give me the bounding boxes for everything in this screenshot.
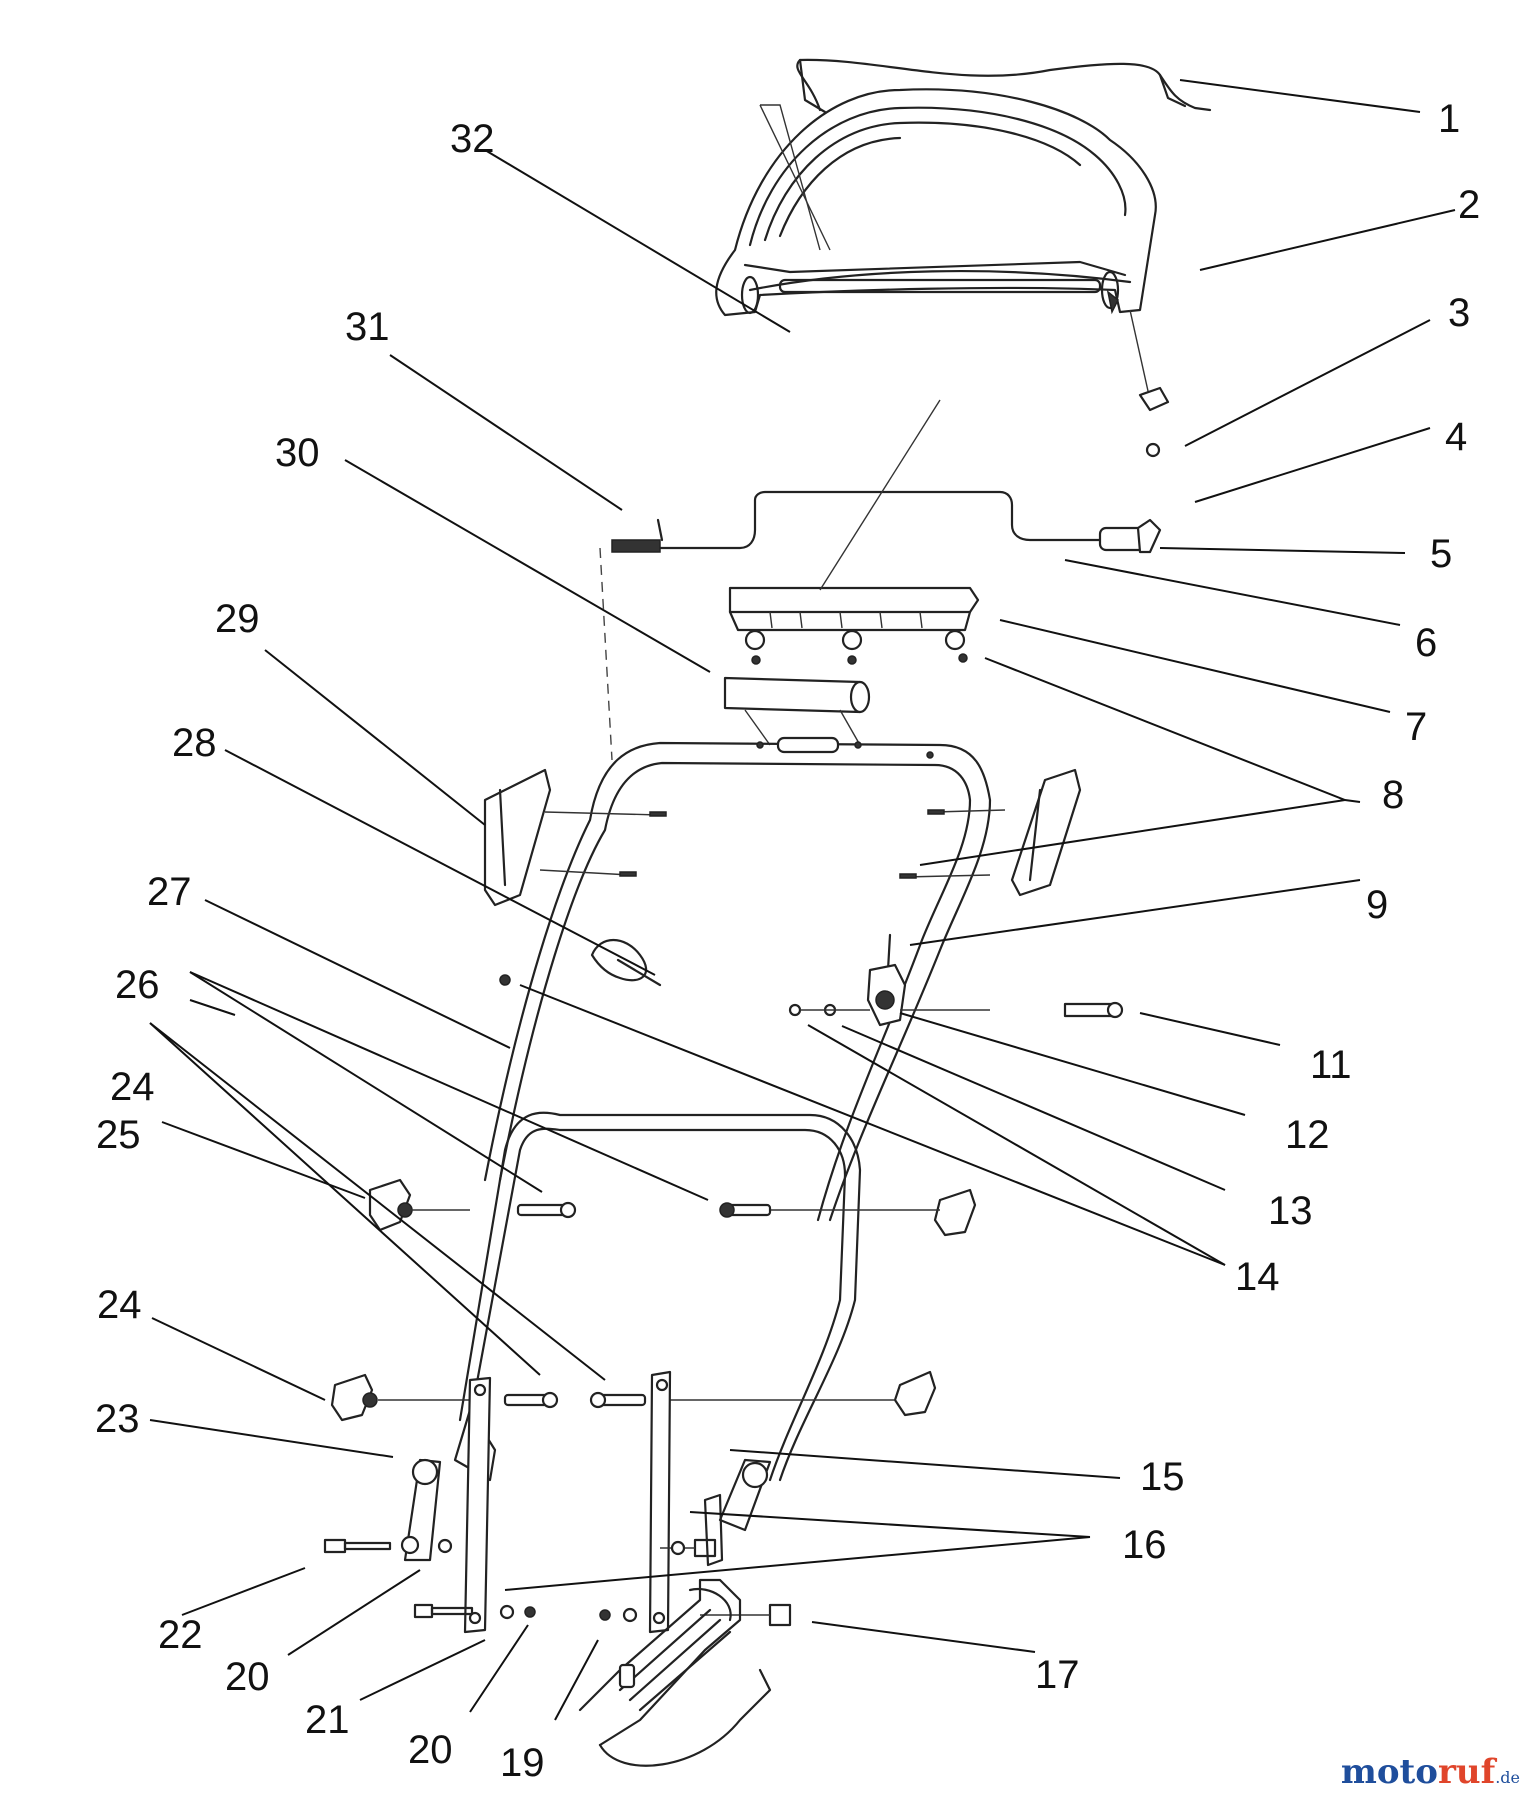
part-lower-hardware xyxy=(323,1493,792,1627)
part-side-rails xyxy=(483,768,1082,907)
callout-16: 16 xyxy=(1122,1523,1167,1567)
callout-labels: 1 2 3 4 5 6 7 8 9 11 12 13 14 15 16 17 1… xyxy=(95,97,1480,1785)
callout-31: 31 xyxy=(345,305,390,349)
part-crank-rod xyxy=(638,490,1162,554)
part-grip-tube xyxy=(723,676,871,746)
callout-4: 4 xyxy=(1445,415,1467,459)
callout-25: 25 xyxy=(96,1113,141,1157)
callout-6: 6 xyxy=(1415,621,1437,665)
watermark-part-2: ruf xyxy=(1437,1752,1496,1792)
callout-28: 28 xyxy=(172,721,217,765)
leader-lines xyxy=(149,79,1456,1721)
callout-23: 23 xyxy=(95,1397,140,1441)
callout-24-upper: 24 xyxy=(110,1065,155,1109)
callout-9: 9 xyxy=(1366,883,1388,927)
callout-11: 11 xyxy=(1310,1043,1352,1087)
callout-24-lower: 24 xyxy=(97,1283,142,1327)
part-control-rail xyxy=(728,399,980,665)
callout-21: 21 xyxy=(305,1698,350,1742)
watermark-part-1: moto xyxy=(1340,1752,1438,1792)
callout-32: 32 xyxy=(450,117,495,161)
part-wire-clip xyxy=(590,939,662,987)
callout-30: 30 xyxy=(275,431,320,475)
callout-2: 2 xyxy=(1458,183,1480,227)
part-spring xyxy=(599,518,664,761)
callout-20-center: 20 xyxy=(408,1728,453,1772)
part-knobs-lower-and-links xyxy=(330,1370,937,1634)
callout-15: 15 xyxy=(1140,1455,1185,1499)
part-bracket-and-nut xyxy=(1129,309,1170,458)
callout-12: 12 xyxy=(1285,1113,1330,1157)
part-control-lever xyxy=(499,933,1124,1027)
callout-22: 22 xyxy=(158,1613,203,1657)
callout-26: 26 xyxy=(115,963,160,1007)
part-upper-handle-cover xyxy=(715,88,1157,317)
callout-14: 14 xyxy=(1235,1255,1280,1299)
part-lower-handle xyxy=(400,1111,862,1562)
callout-29: 29 xyxy=(215,597,260,641)
part-deck-housing xyxy=(578,1578,772,1767)
callout-3: 3 xyxy=(1448,291,1470,335)
callout-1: 1 xyxy=(1438,97,1460,141)
callout-7: 7 xyxy=(1405,705,1427,749)
callout-8: 8 xyxy=(1382,773,1404,817)
callout-27: 27 xyxy=(147,870,192,914)
brand-watermark: motoruf.de xyxy=(1341,1752,1520,1792)
part-bail-wire xyxy=(796,58,1212,114)
part-knobs-upper xyxy=(368,1178,977,1237)
callout-17: 17 xyxy=(1035,1653,1080,1697)
callout-13: 13 xyxy=(1268,1189,1313,1233)
callout-5: 5 xyxy=(1430,532,1452,576)
part-upper-handle-frame xyxy=(483,736,992,1222)
callout-19: 19 xyxy=(500,1741,545,1785)
watermark-part-3: .de xyxy=(1495,1768,1520,1787)
callout-20-left: 20 xyxy=(225,1655,270,1699)
